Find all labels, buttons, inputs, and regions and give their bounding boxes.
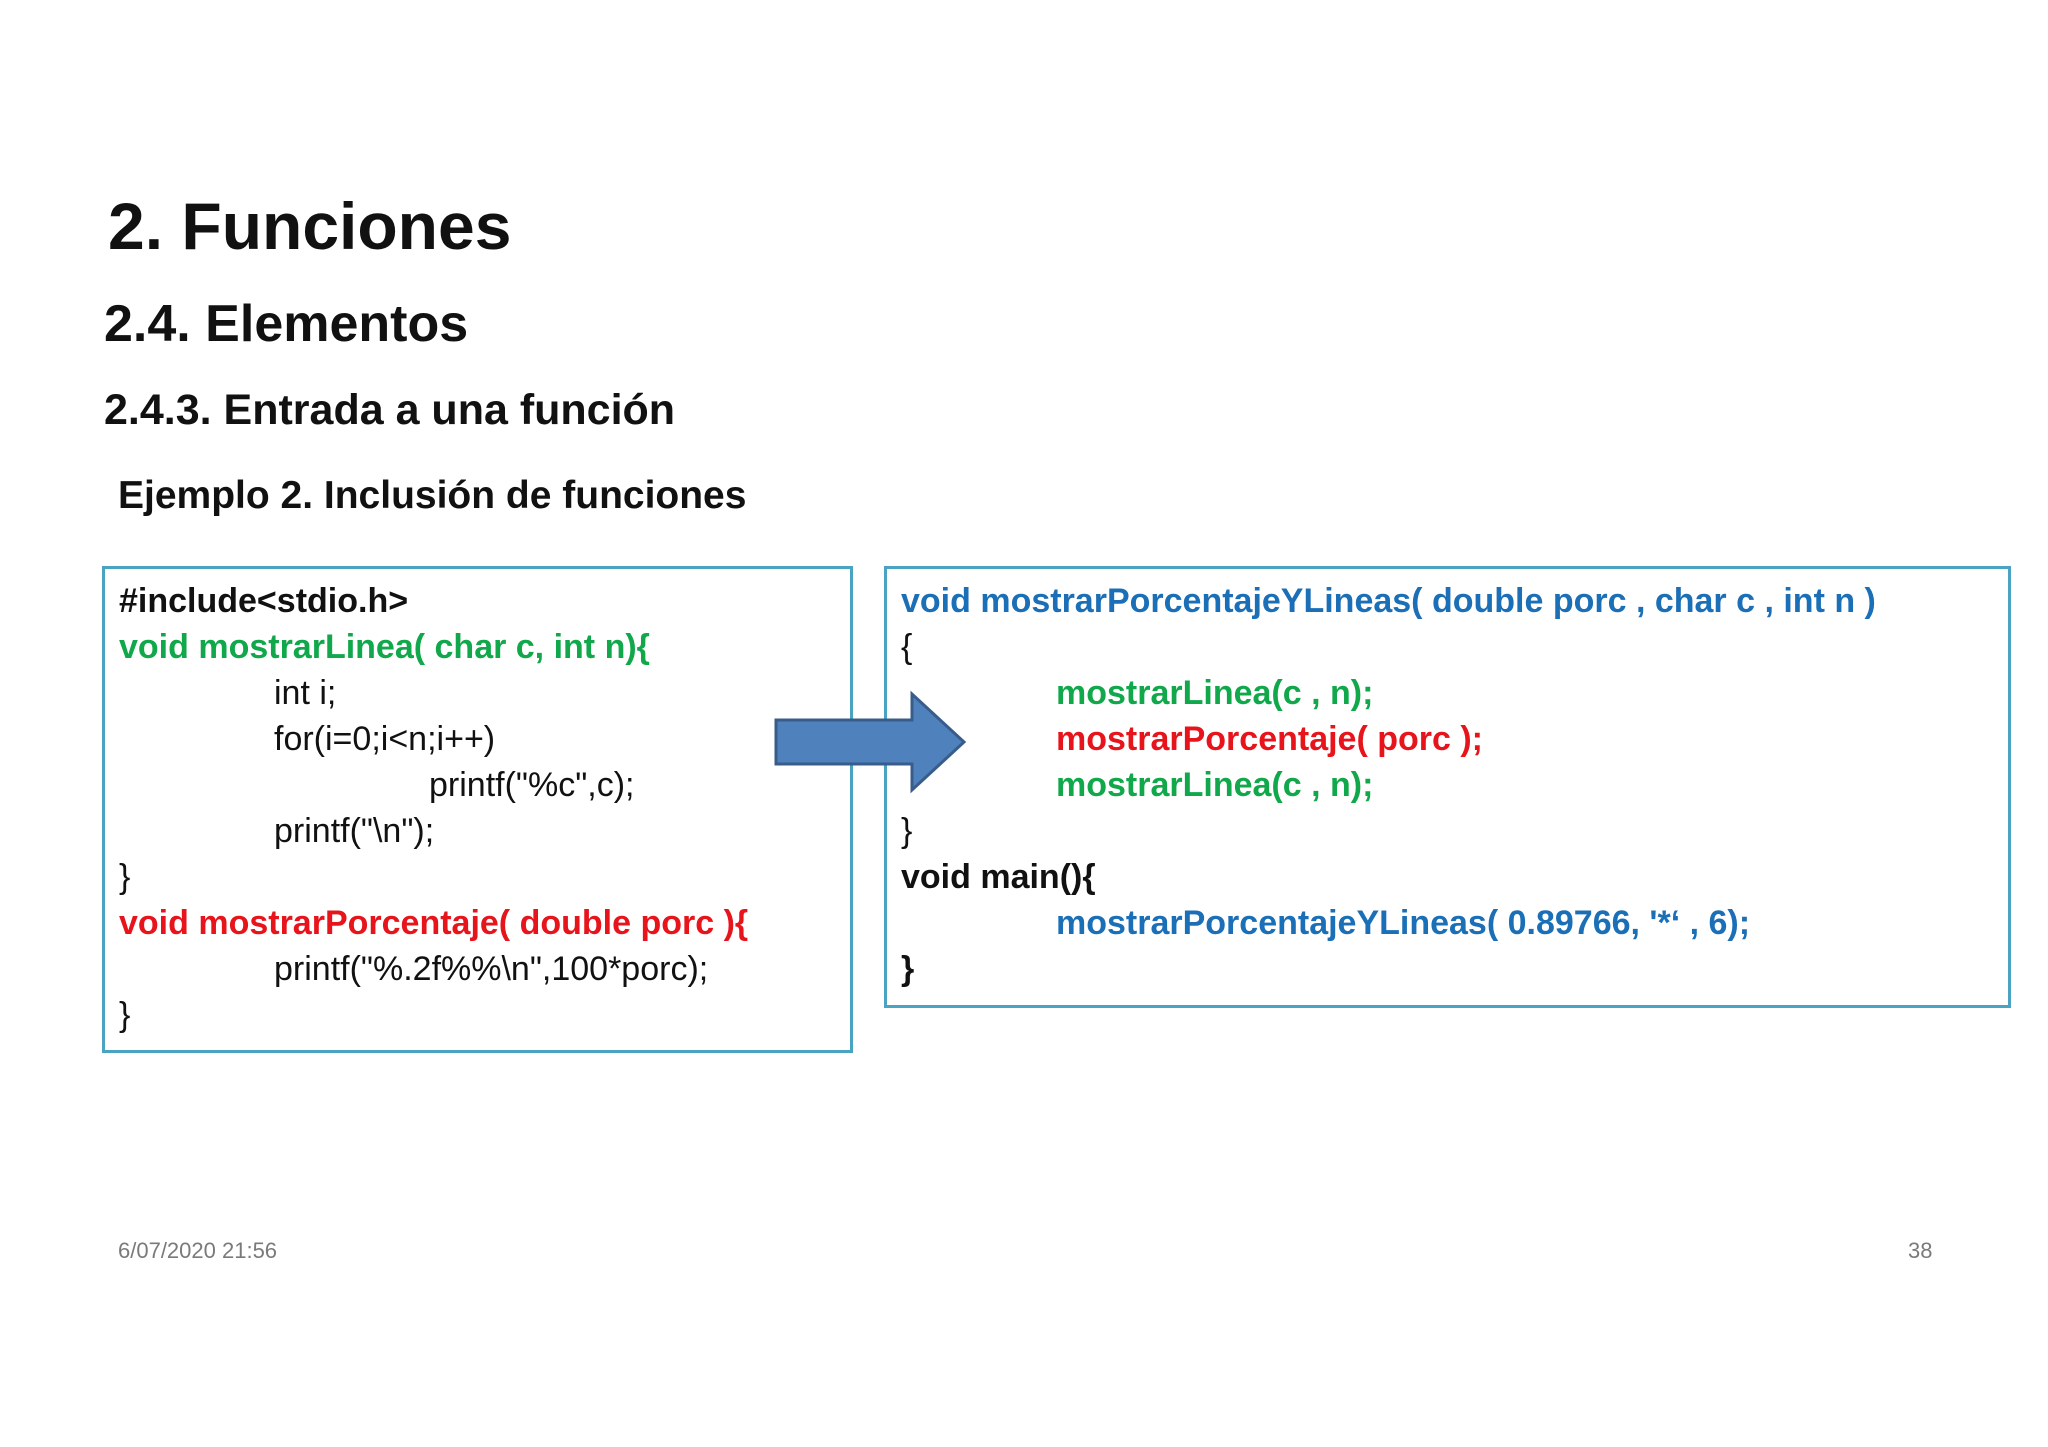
code-line-mostrarporcentaje-signature: void mostrarPorcentaje( double porc ){ [119, 904, 749, 942]
right-code-box: void mostrarPorcentajeYLineas( double po… [884, 566, 2011, 1008]
code-line-combined-signature: void mostrarPorcentajeYLineas( double po… [901, 582, 1876, 620]
code-line-for-loop: for(i=0;i<n;i++) [274, 720, 496, 758]
code-line-close-brace: } [901, 950, 915, 988]
code-line-mostrarlinea-signature: void mostrarLinea( char c, int n){ [119, 628, 650, 666]
slide-title: 2. Funciones [108, 189, 512, 263]
code-line-call-mostrarporcentaje: mostrarPorcentaje( porc ); [1056, 720, 1483, 758]
left-code-box: #include<stdio.h> void mostrarLinea( cha… [102, 566, 853, 1053]
code-line-main-signature: void main(){ [901, 858, 1096, 896]
code-line-include: #include<stdio.h> [119, 582, 409, 620]
code-line-int-i: int i; [274, 674, 337, 712]
code-line-close-brace: } [119, 858, 131, 896]
page-number: 38 [1908, 1238, 1933, 1263]
code-line-printf-newline: printf("\n"); [274, 812, 435, 850]
arrow-shape [774, 690, 967, 794]
code-line-call-combined: mostrarPorcentajeYLineas( 0.89766, '*‘ ,… [1056, 904, 1751, 942]
code-line-call-mostrarlinea: mostrarLinea(c , n); [1056, 766, 1374, 804]
example-heading: Ejemplo 2. Inclusión de funciones [118, 474, 747, 517]
code-line-printf-percent: printf("%.2f%%\n",100*porc); [274, 950, 709, 988]
right-arrow-icon [774, 690, 967, 794]
code-line-call-mostrarlinea: mostrarLinea(c , n); [1056, 674, 1374, 712]
code-line-printf-char: printf("%c",c); [429, 766, 635, 804]
footer-date: 6/07/2020 21:56 [118, 1238, 278, 1263]
section-heading: 2.4. Elementos [104, 295, 469, 353]
subsection-heading: 2.4.3. Entrada a una función [104, 386, 676, 434]
code-line-open-brace: { [901, 628, 913, 666]
code-line-close-brace: } [901, 812, 913, 850]
code-line-close-brace: } [119, 996, 131, 1034]
